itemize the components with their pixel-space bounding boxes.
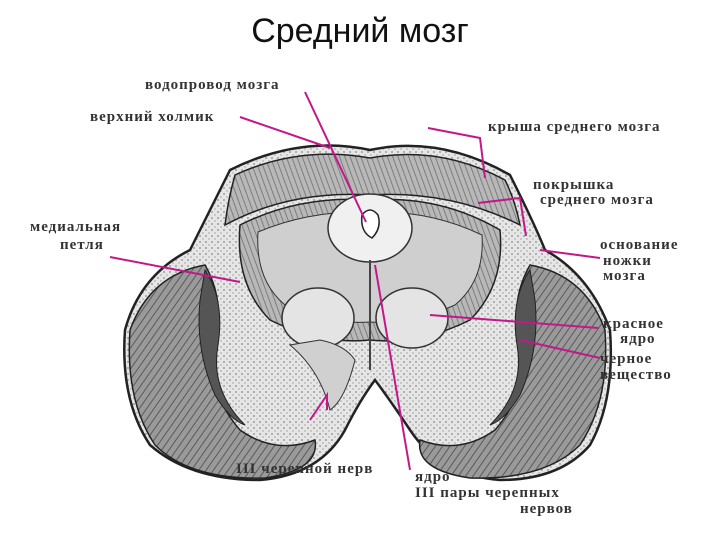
right-peduncle: [418, 264, 607, 479]
label-base-2: ножки: [603, 253, 652, 269]
label-cn3-nucleus-1: ядро: [415, 469, 451, 485]
label-aqueduct: водопровод мозга: [145, 77, 280, 93]
label-medial-lemniscus-1: медиальная: [30, 219, 122, 235]
label-tegmentum-1: покрышка: [533, 177, 615, 193]
label-cn3-nerve: III черепной нерв: [236, 461, 374, 477]
right-substantia-nigra: [489, 268, 537, 426]
tectum-band: [224, 153, 522, 227]
label-red-nucleus-1: красное: [603, 316, 664, 332]
label-red-nucleus-2: ядро: [620, 331, 656, 347]
label-medial-lemniscus-2: петля: [60, 237, 104, 253]
label-superior-colliculus: верхний холмик: [90, 109, 215, 125]
slide-title: Средний мозг: [251, 12, 469, 50]
cn3-fibers: [288, 339, 356, 411]
aqueduct-shape: [360, 209, 380, 239]
label-cn3-nucleus-3: нервов: [520, 501, 573, 517]
label-base-3: мозга: [603, 268, 646, 284]
label-tegmentum-2: среднего мозга: [540, 192, 654, 208]
right-red-nucleus: [375, 287, 449, 349]
label-substantia-nigra-2: вещество: [600, 367, 672, 383]
left-peduncle: [128, 264, 317, 479]
left-substantia-nigra: [198, 268, 246, 426]
label-tectum: крыша среднего мозга: [488, 119, 661, 135]
label-cn3-nucleus-2: III пары черепных: [415, 485, 560, 501]
label-base-1: основание: [600, 237, 679, 253]
label-substantia-nigra-1: черное: [600, 351, 653, 367]
